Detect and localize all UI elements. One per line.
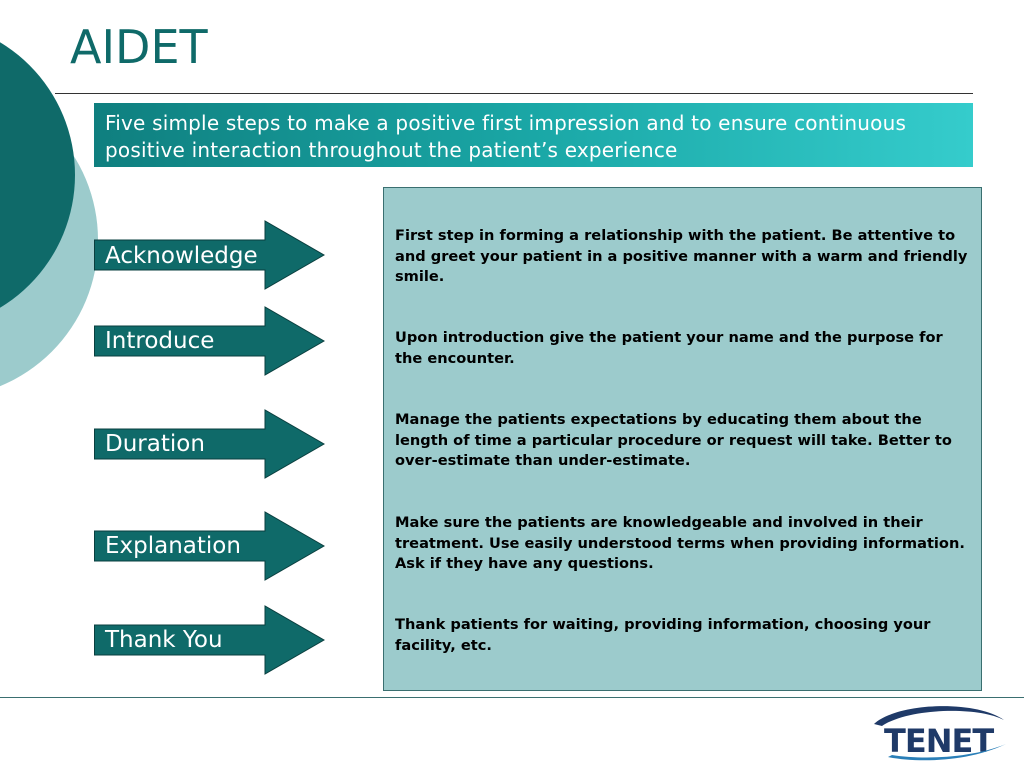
description-introduce: Upon introduction give the patient your … xyxy=(395,329,943,367)
footer-divider xyxy=(0,697,1024,698)
arrow-shape-icon xyxy=(94,409,326,479)
step-label-acknowledge: Acknowledge xyxy=(105,243,258,269)
arrow-shape-icon xyxy=(94,605,326,675)
arrow-shape-icon xyxy=(94,220,326,290)
arrow-shape-icon xyxy=(94,511,326,581)
description-duration: Manage the patients expectations by educ… xyxy=(395,411,952,469)
step-label-introduce: Introduce xyxy=(105,328,215,354)
step-label-explanation: Explanation xyxy=(105,533,241,559)
step-label-duration: Duration xyxy=(105,431,205,457)
title-divider xyxy=(55,93,973,94)
description-panel: First step in forming a relationship wit… xyxy=(383,187,982,691)
description-explanation: Make sure the patients are knowledgeable… xyxy=(395,514,965,572)
description-thank-you: Thank patients for waiting, providing in… xyxy=(395,616,931,654)
description-acknowledge: First step in forming a relationship wit… xyxy=(395,227,968,285)
step-label-thank-you: Thank You xyxy=(105,627,223,653)
svg-text:TENET: TENET xyxy=(884,722,994,760)
arrow-shape-icon xyxy=(94,306,326,376)
tenet-logo: TENET xyxy=(874,706,1006,761)
decorative-circles xyxy=(0,42,98,387)
subtitle-banner: Five simple steps to make a positive fir… xyxy=(94,103,973,167)
slide-title: AIDET xyxy=(70,20,208,74)
